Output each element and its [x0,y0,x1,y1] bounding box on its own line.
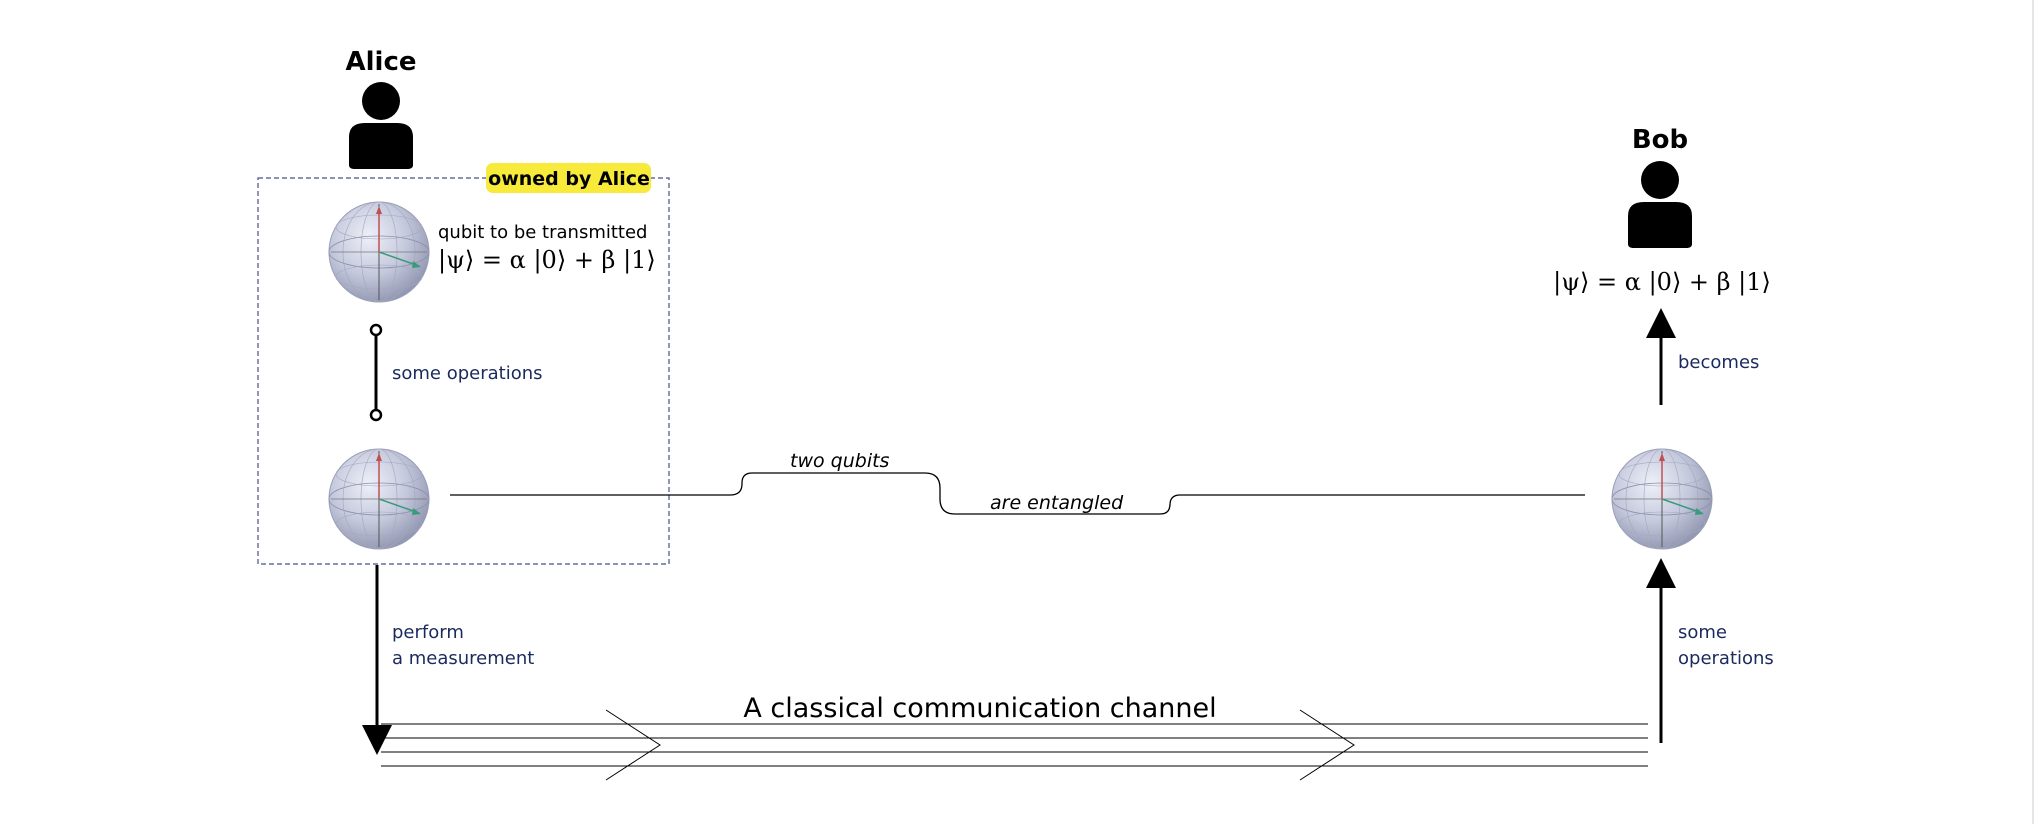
owned-by-alice-tag: owned by Alice [488,168,650,190]
channel-label: A classical communication channel [743,693,1216,724]
owned-tag-background [486,163,651,193]
connector-end-node [369,408,383,422]
bob-person-icon [1628,161,1692,248]
channel-chevron-right-icon [1299,709,1355,781]
bob-state-formula: |ψ⟩ = α |0⟩ + β |1⟩ [1553,268,1771,297]
measurement-label-line1: perform [392,622,464,643]
alice-ownership-box [257,177,670,565]
alice-operations-label: some operations [392,363,543,384]
bob-operations-label-line2: operations [1678,648,1774,669]
bob-name: Bob [1632,125,1688,155]
channel-chevron-left-icon [605,709,661,781]
right-edge-divider [2032,0,2034,824]
qubit-state-formula: |ψ⟩ = α |0⟩ + β |1⟩ [438,246,656,275]
measurement-label-line2: a measurement [392,648,534,669]
entanglement-line [450,472,1585,515]
entangle-label-part1: two qubits [790,450,890,472]
bob-sphere-icon [1611,448,1713,550]
becomes-label: becomes [1678,352,1759,373]
alice-entangled-sphere-icon [328,448,430,550]
bob-operations-label-line1: some [1678,622,1727,643]
entangle-label-part2: are entangled [990,492,1124,514]
classical-channel [381,709,1648,781]
alice-person-icon [349,82,413,169]
alice-name: Alice [346,47,417,77]
qubit-sphere-icon [328,201,430,303]
qubit-caption: qubit to be transmitted [438,222,647,243]
connector-start-node [369,323,383,337]
